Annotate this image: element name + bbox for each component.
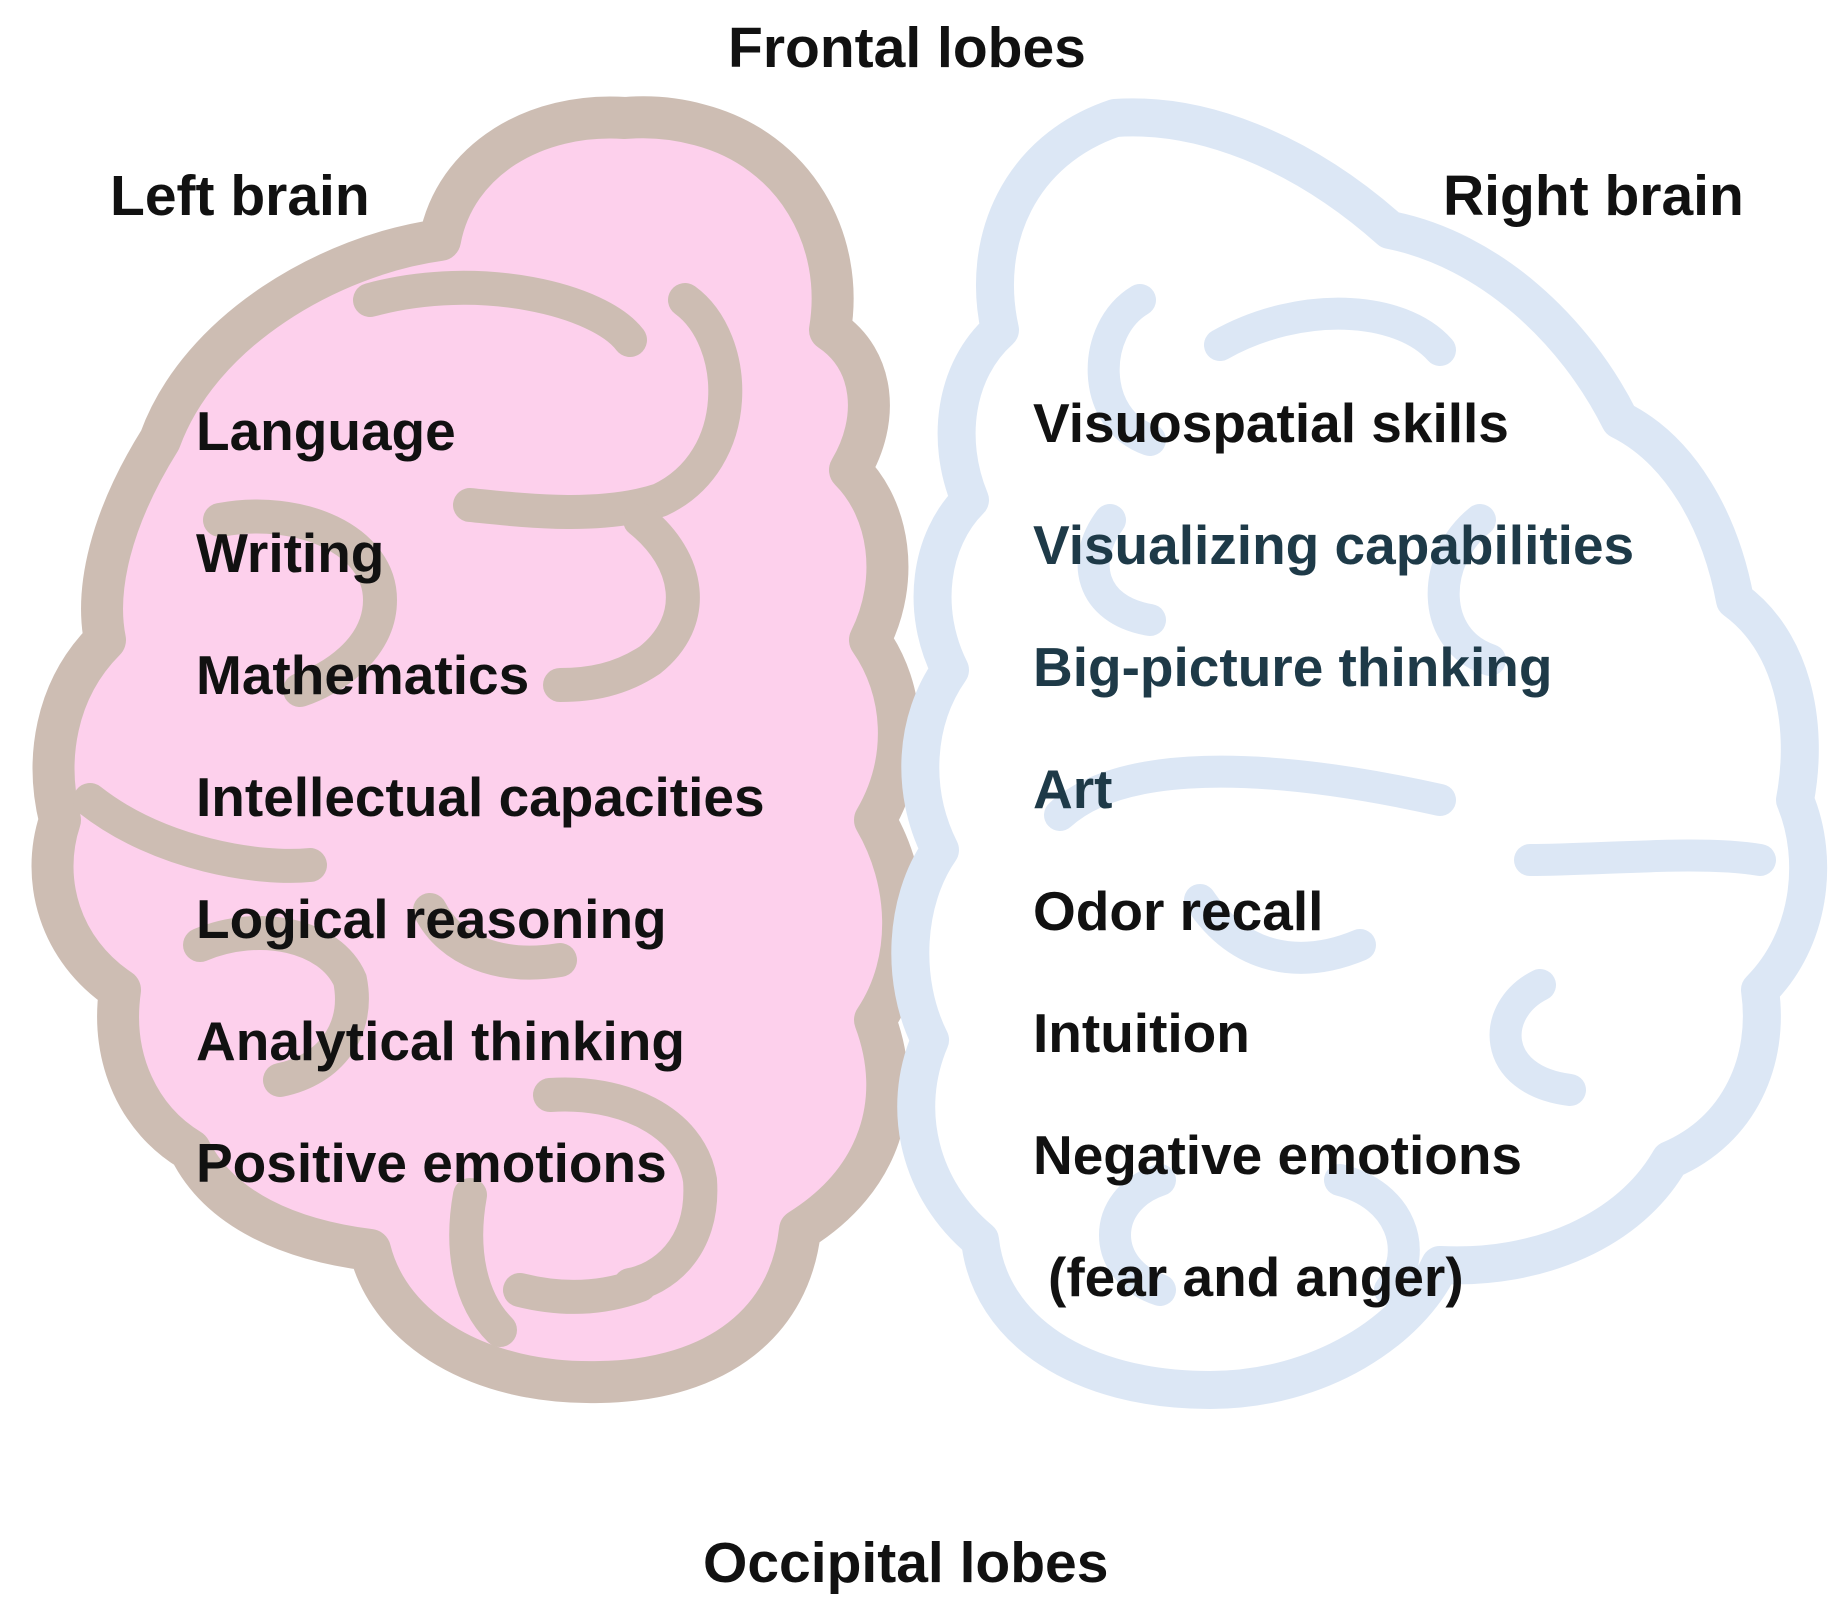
- left-fold-9: [449, 1178, 517, 1347]
- right-fold-5: [1044, 755, 1456, 831]
- right-fold-2: [1204, 297, 1456, 366]
- right-brain-item-big-picture-thinking: Big-picture thinking: [1033, 636, 1553, 698]
- left-fold-5: [73, 783, 327, 883]
- left-fold-6: [183, 916, 369, 1097]
- right-brain-item-intuition: Intuition: [1033, 1002, 1250, 1064]
- left-fold-7: [413, 893, 577, 980]
- left-fold-2: [453, 283, 743, 529]
- left-brain-item-writing: Writing: [196, 522, 385, 584]
- right-brain-item-odor-recall: Odor recall: [1033, 880, 1324, 942]
- left-brain-item-mathematics: Mathematics: [196, 644, 530, 706]
- right-hemisphere-shape: [891, 98, 1828, 1409]
- left-brain-item-analytical-thinking: Analytical thinking: [196, 1010, 685, 1072]
- left-brain-label: Left brain: [110, 164, 370, 228]
- left-brain-item-intellectual-capacities: Intellectual capacities: [196, 766, 765, 828]
- left-fold-10: [503, 1268, 657, 1314]
- right-brain-item-art: Art: [1033, 758, 1113, 820]
- left-brain-item-logical-reasoning: Logical reasoning: [196, 888, 667, 950]
- left-fold-8: [533, 1077, 718, 1302]
- left-hemisphere-outline: [31, 96, 925, 1404]
- right-fold-4: [1427, 504, 1506, 676]
- left-fold-1: [353, 270, 647, 357]
- left-fold-4: [543, 503, 700, 702]
- right-fold-7: [1184, 884, 1376, 974]
- left-brain-item-positive-emotions: Positive emotions: [196, 1132, 667, 1194]
- right-brain-item-negative-emotions: Negative emotions: [1033, 1124, 1523, 1186]
- right-brain-item-fear-and-anger: (fear and anger): [1048, 1246, 1464, 1308]
- right-brain-item-visuospatial-skills: Visuospatial skills: [1033, 392, 1509, 454]
- frontal-lobes-label: Frontal lobes: [728, 16, 1086, 80]
- right-fold-9: [1099, 1164, 1176, 1306]
- right-fold-6: [1514, 839, 1776, 876]
- right-fold-1: [1087, 284, 1166, 456]
- right-brain-item-visualizing-capabilities: Visualizing capabilities: [1033, 514, 1635, 576]
- left-hemisphere-shape: [31, 96, 925, 1404]
- left-brain-item-language: Language: [196, 400, 456, 462]
- right-fold-10: [1324, 1164, 1420, 1306]
- right-fold-8: [1489, 969, 1586, 1106]
- right-fold-3: [1077, 504, 1166, 636]
- left-fold-3: [203, 499, 398, 707]
- right-brain-label: Right brain: [1443, 164, 1744, 228]
- occipital-lobes-label: Occipital lobes: [703, 1531, 1109, 1595]
